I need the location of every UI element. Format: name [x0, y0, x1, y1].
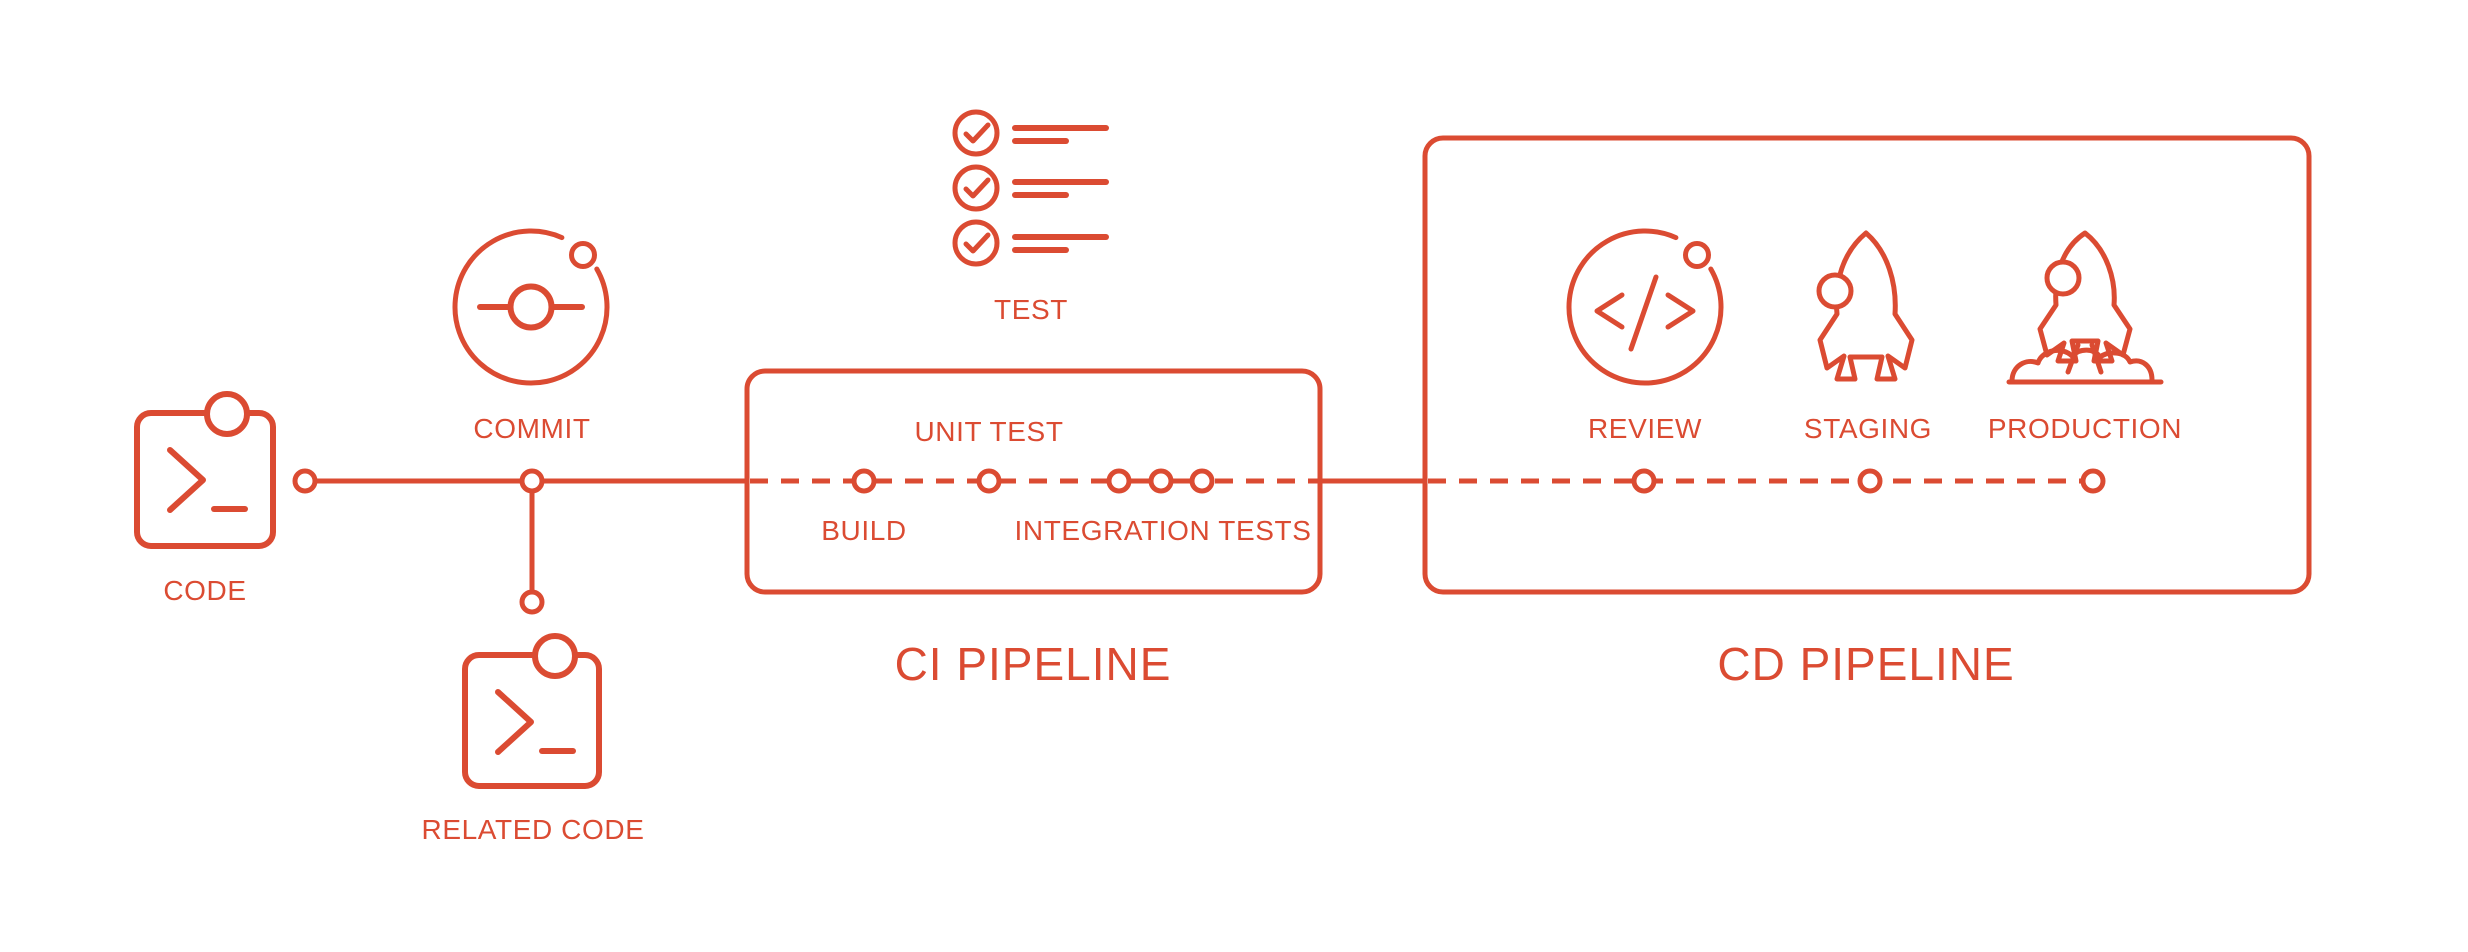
pipeline-nodes	[292, 468, 2106, 615]
ci-pipeline-title: CI PIPELINE	[894, 638, 1172, 690]
pipeline-node-integration-2	[1148, 468, 1174, 494]
code-review-icon	[1566, 228, 1724, 386]
rocket-icon	[1816, 230, 1915, 382]
test-label: TEST	[994, 294, 1068, 325]
code-label: CODE	[163, 575, 247, 606]
pin-circle	[204, 391, 250, 437]
integration-tests-label: INTEGRATION TESTS	[1014, 515, 1312, 546]
terminal-frame	[462, 652, 602, 789]
pipeline-node-commit	[519, 468, 545, 494]
commit-label: COMMIT	[473, 413, 591, 444]
pin-circle	[532, 633, 578, 679]
production-label: PRODUCTION	[1987, 413, 2183, 444]
prompt-chevron	[167, 447, 206, 513]
pipeline-node-review	[1631, 468, 1657, 494]
pipeline-node-related-code	[519, 589, 545, 615]
code-left-chevron	[1594, 292, 1625, 330]
commit-dot	[507, 283, 555, 331]
terminal-code-icon	[134, 391, 276, 549]
build-label: BUILD	[821, 515, 907, 546]
pipeline-node-integration-1	[1106, 468, 1132, 494]
rocket-body	[2037, 230, 2133, 364]
cd-pipeline-box	[1422, 135, 2312, 595]
rocket-window	[2044, 259, 2082, 297]
code-right-chevron	[1665, 292, 1696, 330]
pipeline-node-staging	[1857, 468, 1883, 494]
check-icon	[952, 164, 1109, 212]
rocket-body	[1817, 230, 1915, 382]
orbit-arc	[1566, 228, 1724, 386]
satellite-circle	[1683, 241, 1711, 269]
smoke-cloud	[2009, 347, 2155, 384]
check-icon	[952, 219, 1109, 267]
orbit-arc	[452, 228, 610, 386]
review-label: REVIEW	[1587, 413, 1703, 444]
related-code-label: RELATED CODE	[421, 814, 645, 845]
satellite-circle	[569, 241, 597, 269]
terminal-code-icon	[462, 633, 602, 789]
pipeline-node-production	[2080, 468, 2106, 494]
rocket-window	[1816, 272, 1854, 310]
git-commit-icon	[452, 228, 610, 386]
pipeline-node-integration-3	[1189, 468, 1215, 494]
cd-pipeline-title: CD PIPELINE	[1717, 638, 2015, 690]
pipeline-node-unit-test	[976, 468, 1002, 494]
prompt-chevron	[495, 689, 534, 755]
checklist-icon	[952, 109, 1109, 267]
ci-pipeline-box	[744, 368, 1323, 595]
check-icon	[952, 109, 1109, 157]
rocket-launch-icon	[2006, 230, 2164, 385]
code-slash	[1628, 274, 1659, 352]
exhaust-left	[2065, 342, 2081, 375]
unit-test-label: UNIT TEST	[914, 416, 1064, 447]
pipeline-node-build	[851, 468, 877, 494]
pipeline-node-start	[292, 468, 318, 494]
staging-label: STAGING	[1803, 413, 1933, 444]
